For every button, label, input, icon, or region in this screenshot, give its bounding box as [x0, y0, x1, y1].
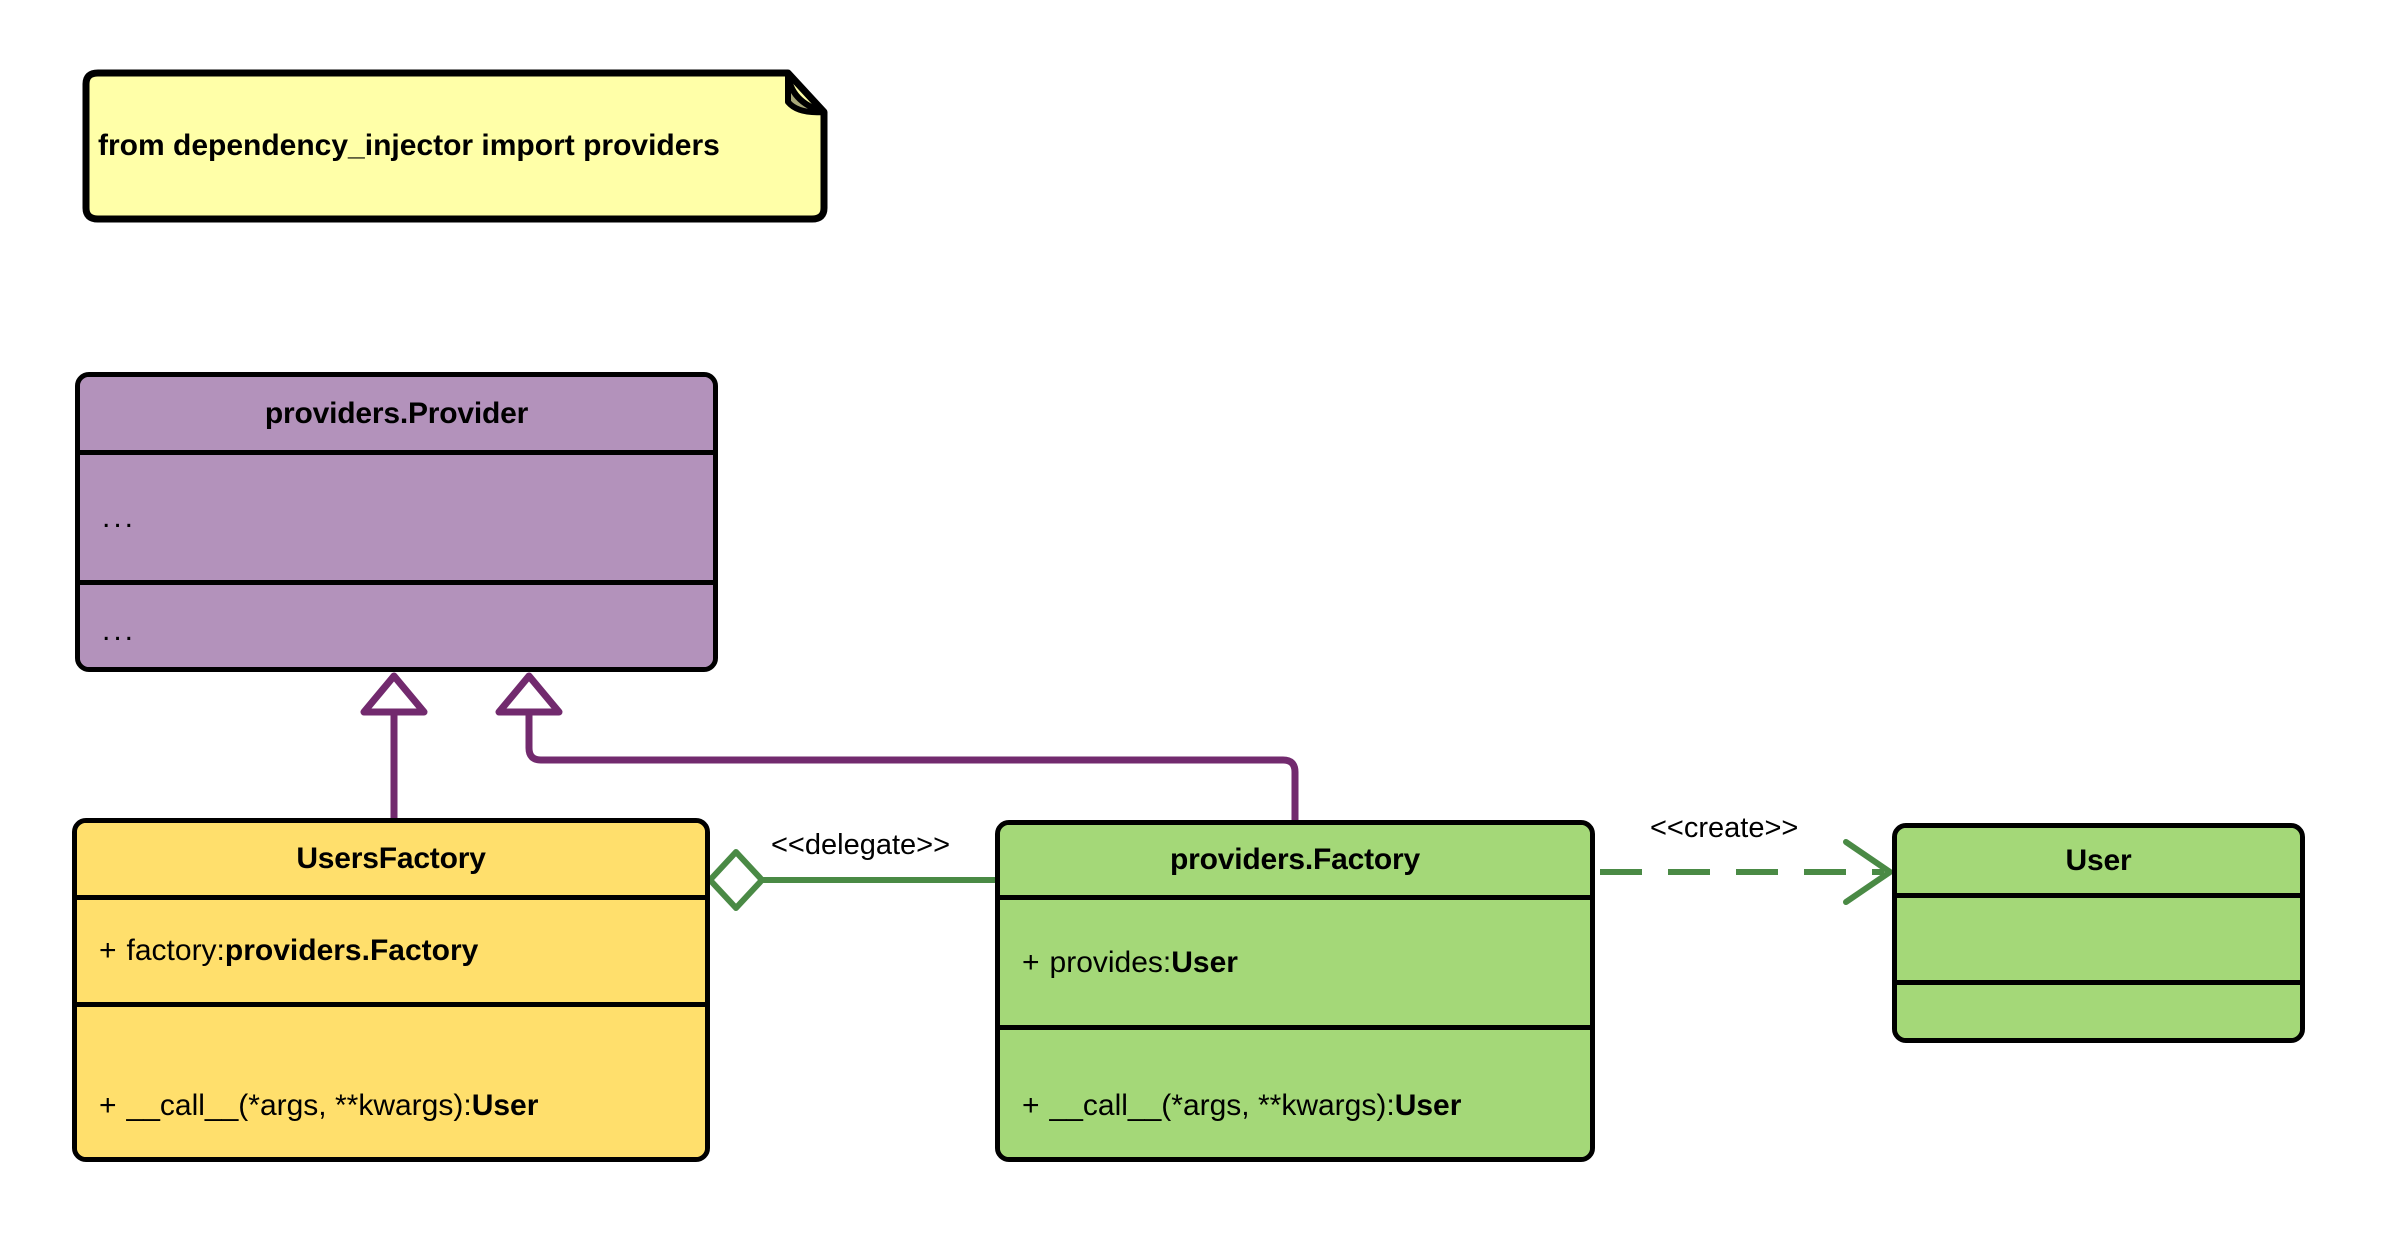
- class-title-users-factory: UsersFactory: [77, 823, 705, 895]
- class-methods-providers-provider: ...: [80, 580, 713, 667]
- attribute-type-factory: providers.Factory: [224, 934, 479, 967]
- note-text: from dependency_injector import provider…: [98, 128, 720, 162]
- attribute-type-provides: User: [1171, 945, 1238, 979]
- edge-label-delegate: <<delegate>>: [771, 829, 951, 861]
- class-users-factory[interactable]: UsersFactory + factory: providers.Factor…: [72, 818, 710, 1162]
- edge-label-create: <<create>>: [1650, 812, 1799, 844]
- method-visibility-call: +: [99, 1089, 117, 1122]
- attributes-ellipsis: ...: [102, 500, 137, 534]
- generalization-providersfactory: [495, 672, 1299, 820]
- method-visibility-call-factory: +: [1022, 1089, 1040, 1122]
- method-name-call-factory: __call__(*args, **kwargs):: [1049, 1089, 1395, 1122]
- class-methods-user: [1897, 980, 2300, 1038]
- class-attributes-user: [1897, 893, 2300, 980]
- method-type-call-factory: User: [1394, 1089, 1462, 1122]
- class-attributes-users-factory: + factory: providers.Factory: [77, 895, 705, 1002]
- class-providers-provider[interactable]: providers.Provider ... ...: [75, 372, 718, 672]
- note-import-statement: from dependency_injector import provider…: [72, 68, 828, 223]
- attribute-visibility-factory: +: [99, 934, 117, 967]
- attribute-name-factory: factory:: [126, 934, 225, 967]
- class-title-providers-provider: providers.Provider: [80, 377, 713, 450]
- dependency-create: [1600, 839, 1893, 905]
- class-methods-users-factory: + __call__(*args, **kwargs): User: [77, 1002, 705, 1157]
- attribute-name-provides: provides:: [1049, 945, 1172, 979]
- class-title-providers-factory: providers.Factory: [1000, 825, 1590, 895]
- generalization-usersfactory: [360, 672, 428, 818]
- class-title-user: User: [1897, 828, 2300, 893]
- class-methods-providers-factory: + __call__(*args, **kwargs): User: [1000, 1025, 1590, 1157]
- class-attributes-providers-provider: ...: [80, 450, 713, 580]
- class-attributes-providers-factory: + provides: User: [1000, 895, 1590, 1025]
- methods-ellipsis: ...: [102, 614, 137, 647]
- method-type-call: User: [471, 1089, 539, 1122]
- attribute-visibility-provides: +: [1022, 945, 1040, 979]
- class-user[interactable]: User: [1892, 823, 2305, 1043]
- class-providers-factory[interactable]: providers.Factory + provides: User + __c…: [995, 820, 1595, 1162]
- method-name-call: __call__(*args, **kwargs):: [126, 1089, 472, 1122]
